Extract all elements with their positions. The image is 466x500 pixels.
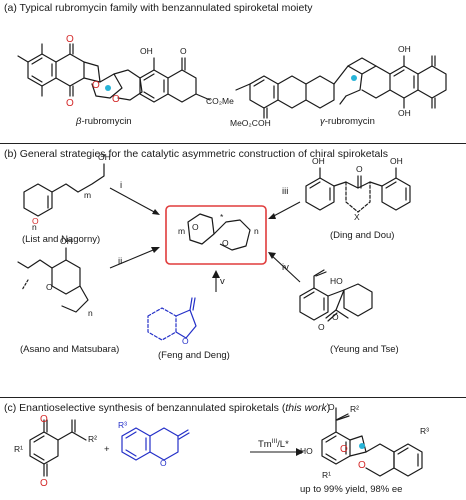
target-o-right: O [222,238,229,248]
beta-quinone-o-bottom: O [66,98,74,109]
beta-quinone-o-top: O [66,34,74,45]
product-ho: HO [300,446,313,456]
beta-rubromycin-structure [17,43,211,103]
gamma-oh-bottom-label: OH [398,108,411,118]
target-o-left: O [192,222,199,232]
substrate-ii-structure [17,247,89,313]
substrate-iii-o: O [356,164,363,174]
substrate-iii-oh-right: OH [390,156,403,166]
gamma-rubromycin-name: γ-rubromycin [320,116,375,127]
substrate-i-n: n [32,222,37,232]
target-spiroketal-box [165,205,267,265]
substrate-ii-n: n [88,308,93,318]
gamma-rubromycin-structure [235,55,447,119]
substrate-iv-structure [299,269,373,322]
substrate-ii-oh: OH [60,236,73,246]
product-r3: R³ [420,426,429,436]
substrate-i-o: O [32,216,39,226]
strategy-arrows [109,187,301,453]
substrate-i-structure [23,163,105,217]
substrate-iii-x: X [354,212,360,222]
strategy-iii-numeral: iii [282,186,289,197]
beta-lactone-o: O [180,46,187,56]
substrate-iii-structure [305,167,411,213]
target-m: m [178,226,186,236]
substrate-i-oh: OH [98,152,111,162]
strategy-iv-numeral: iv [282,262,289,273]
substrate-ii-o: O [46,282,53,292]
chromene-o: O [160,458,167,468]
result-text: up to 99% yield, 98% ee [300,484,403,495]
beta-spiro-o2: O [112,94,120,105]
substrate-iii-oh-left: OH [312,156,325,166]
product-r2: R² [350,404,359,414]
product-structure [321,407,423,477]
reactant-r1: R¹ [14,444,23,454]
strategy-v-authors: (Feng and Deng) [158,350,230,361]
substrate-i-m: m [84,190,92,200]
chromene-r3: R³ [118,420,127,430]
product-carbonyl-o: O [328,402,335,412]
chromene-reactant-structure [121,427,190,461]
product-o2: O [358,460,366,471]
reactant-r2: R² [88,434,97,444]
product-o1: O [340,444,348,455]
gamma-spiro-dot [351,75,357,81]
target-star: * [220,212,224,222]
substrate-iv-ho: HO [330,276,343,286]
substrate-v-o: O [182,336,189,346]
gamma-meo2c-label: MeO₂C [230,118,258,128]
strategy-i-authors: (List and Nagorny) [22,234,101,245]
target-n: n [254,226,259,236]
reactant-o-top: O [40,414,48,425]
product-r1: R¹ [322,470,331,480]
strategy-ii-numeral: ii [118,256,123,267]
divider-b-c [0,397,466,398]
strategy-iv-authors: (Yeung and Tse) [330,344,399,355]
product-spiro-dot [359,443,365,449]
quinone-reactant-structure [29,419,87,477]
beta-spiro-o1: O [92,80,100,91]
beta-rubromycin-name: β-rubromycin [76,116,132,127]
section-b-title: (b) General strategies for the catalytic… [4,148,388,160]
beta-co2me-label: CO₂Me [206,96,234,106]
strategy-v-numeral: v [220,276,225,287]
gamma-oh-top-label: OH [398,44,411,54]
substrate-iv-o: O [332,312,339,322]
beta-spiro-dot [105,85,111,91]
reactant-o-bottom: O [40,478,48,489]
substrate-iv-o-carbonyl: O [318,322,325,332]
strategy-iii-authors: (Ding and Dou) [330,230,395,241]
divider-a-b [0,143,466,144]
section-c-title: (c) Enantioselective synthesis of benzan… [4,402,331,414]
strategy-i-numeral: i [120,180,123,191]
strategy-ii-authors: (Asano and Matsubara) [20,344,120,355]
plus-sign: + [104,444,110,455]
gamma-oh-left-label: OH [258,118,271,128]
target-spiroketal-structure [187,213,251,251]
section-a-title: (a) Typical rubromycin family with benza… [4,2,313,14]
substrate-v-structure [147,297,197,341]
beta-oh-label: OH [140,46,153,56]
catalyst-label: TmIII/L* [258,438,289,451]
